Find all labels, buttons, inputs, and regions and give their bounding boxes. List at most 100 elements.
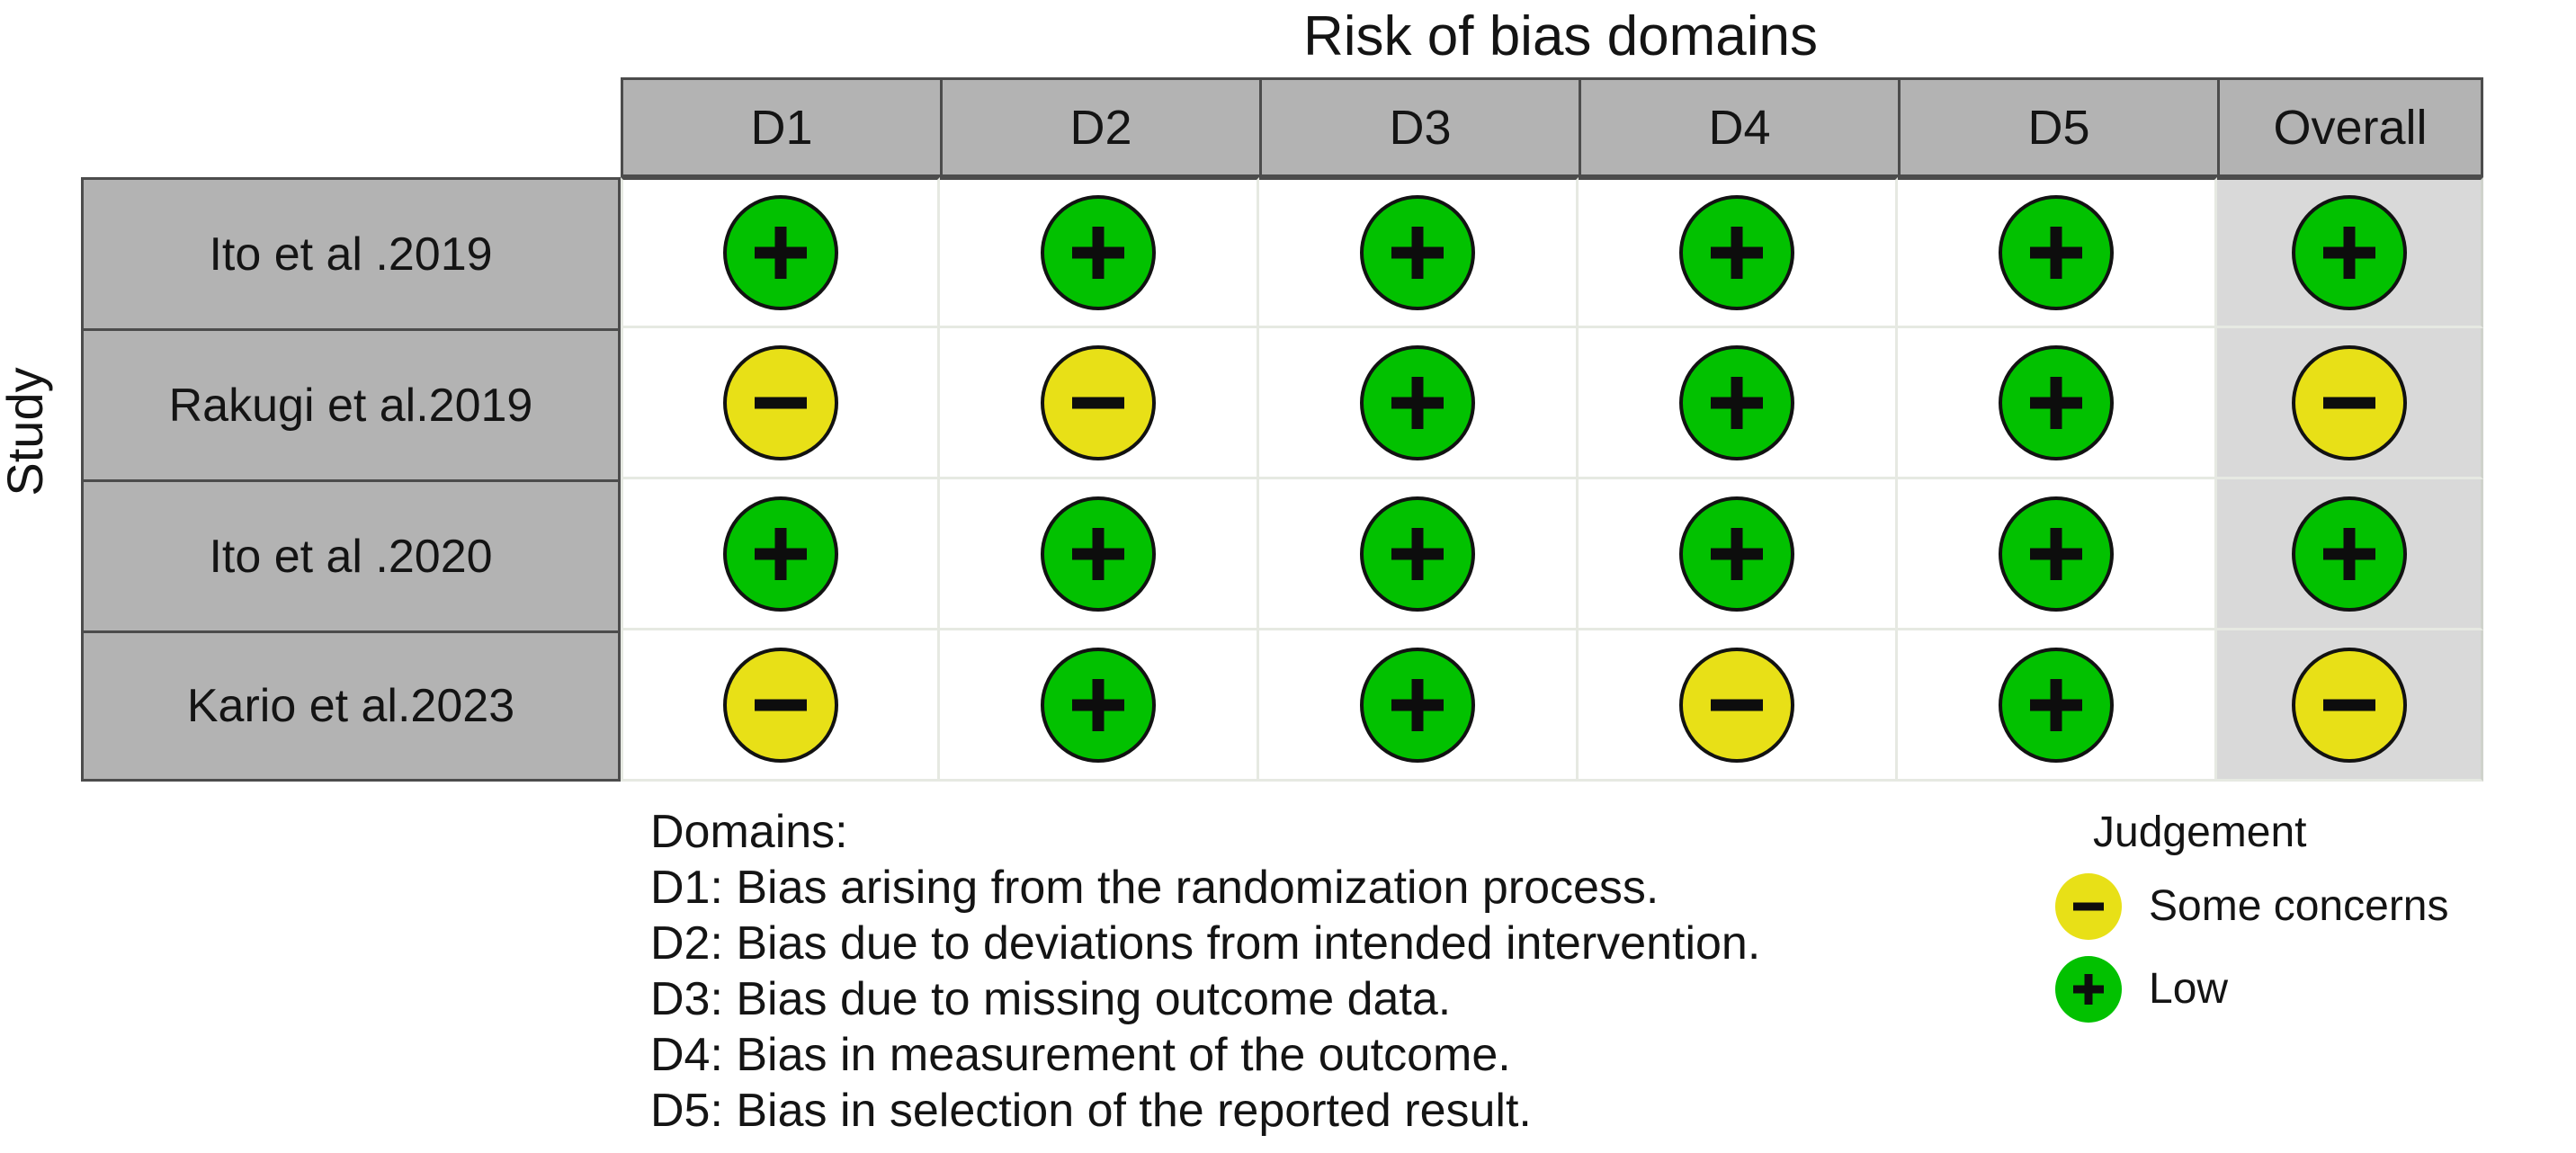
judgement-cell-d4[interactable]: [1579, 328, 1898, 479]
y-axis-label: Study: [0, 367, 53, 496]
judgement-cell-d3[interactable]: [1259, 177, 1579, 328]
study-label-cell[interactable]: Ito et al .2019: [81, 177, 621, 328]
domain-header-row: D1 D2 D3 D4 D5 Overall: [621, 77, 2483, 177]
judgement-cell-d1[interactable]: [621, 479, 940, 630]
domain-header-d2[interactable]: D2: [940, 77, 1259, 177]
judgement-bubble-low[interactable]: [1679, 344, 1794, 460]
judgement-cell-d1[interactable]: [621, 177, 940, 328]
plus-icon-vertical: [1731, 527, 1743, 580]
judgement-legend-swatch-low[interactable]: [2055, 956, 2122, 1023]
judgement-bubble-low[interactable]: [1360, 195, 1475, 310]
judgement-cell-d4[interactable]: [1579, 177, 1898, 328]
plus-icon-vertical: [1411, 678, 1424, 731]
domains-legend-line: D2: Bias due to deviations from intended…: [650, 917, 1761, 970]
judgement-cell-d2[interactable]: [940, 328, 1259, 479]
judgement-bubble-low[interactable]: [1999, 344, 2114, 460]
judgement-legend-swatch-some-concerns[interactable]: [2055, 873, 2122, 940]
judgement-cell-d1[interactable]: [621, 630, 940, 782]
minus-icon: [754, 699, 807, 711]
judgement-cell-overall[interactable]: [2217, 479, 2483, 630]
judgement-cell-d3[interactable]: [1259, 479, 1579, 630]
plus-icon-vertical: [1092, 227, 1105, 279]
study-label-cell[interactable]: Ito et al .2020: [81, 479, 621, 630]
judgement-cell-overall[interactable]: [2217, 630, 2483, 782]
domain-header-d5[interactable]: D5: [1898, 77, 2217, 177]
domain-header-overall[interactable]: Overall: [2217, 77, 2483, 177]
domain-header-label: D2: [1069, 100, 1132, 155]
judgement-bubble-low[interactable]: [722, 496, 838, 612]
study-label: Rakugi et al.2019: [168, 379, 533, 432]
judgement-bubble-some-concerns[interactable]: [1679, 647, 1794, 763]
judgement-bubble-some-concerns[interactable]: [1041, 344, 1156, 460]
judgement-bubble-low[interactable]: [1041, 195, 1156, 310]
judgement-bubble-low[interactable]: [1999, 195, 2114, 310]
judgement-bubble-low[interactable]: [1360, 496, 1475, 612]
judgement-legend-label: Low: [2149, 965, 2229, 1013]
judgement-cell-d2[interactable]: [940, 177, 1259, 328]
plus-icon-vertical: [2084, 974, 2093, 1005]
judgement-cell-d1[interactable]: [621, 328, 940, 479]
judgement-cell-d5[interactable]: [1898, 479, 2217, 630]
minus-icon: [1711, 699, 1763, 711]
table-row: [621, 479, 2483, 630]
page-title: Risk of bias domains: [1302, 5, 1819, 67]
judgement-cell-overall[interactable]: [2217, 328, 2483, 479]
study-label: Ito et al .2019: [209, 228, 493, 281]
domain-header-label: D3: [1389, 100, 1452, 155]
judgement-cell-d3[interactable]: [1259, 630, 1579, 782]
domains-legend-line: D5: Bias in selection of the reported re…: [650, 1085, 1532, 1137]
judgement-bubble-some-concerns[interactable]: [722, 647, 838, 763]
judgement-bubble-low[interactable]: [1360, 647, 1475, 763]
plus-icon-vertical: [774, 527, 786, 580]
domains-legend: Domains:D1: Bias arising from the random…: [650, 804, 1760, 1139]
plus-icon-vertical: [1092, 527, 1105, 580]
judgement-bubble-low[interactable]: [2291, 195, 2407, 310]
judgement-bubble-low[interactable]: [1999, 496, 2114, 612]
study-label: Kario et al.2023: [186, 680, 515, 732]
domains-legend-line: D1: Bias arising from the randomization …: [650, 862, 1659, 914]
minus-icon: [2322, 699, 2375, 711]
judgement-legend-title: Judgement: [2093, 809, 2307, 856]
judgement-cell-d2[interactable]: [940, 630, 1259, 782]
judgement-bubble-some-concerns[interactable]: [722, 344, 838, 460]
plus-icon-vertical: [2343, 227, 2355, 279]
judgement-bubble-low[interactable]: [1360, 344, 1475, 460]
judgement-legend-item[interactable]: Low: [2055, 955, 2449, 1023]
domains-legend-line: D3: Bias due to missing outcome data.: [650, 973, 1452, 1025]
domain-header-label: D5: [2027, 100, 2090, 155]
judgement-bubble-some-concerns[interactable]: [2291, 647, 2407, 763]
judgement-cell-d5[interactable]: [1898, 177, 2217, 328]
minus-icon: [754, 397, 807, 408]
domain-header-d3[interactable]: D3: [1259, 77, 1579, 177]
judgement-cell-d3[interactable]: [1259, 328, 1579, 479]
table-row: [621, 630, 2483, 782]
judgement-cell-d4[interactable]: [1579, 479, 1898, 630]
judgement-cell-d4[interactable]: [1579, 630, 1898, 782]
judgement-bubble-low[interactable]: [1041, 647, 1156, 763]
study-label-cell[interactable]: Kario et al.2023: [81, 630, 621, 782]
judgement-bubble-low[interactable]: [2291, 496, 2407, 612]
plus-icon-vertical: [1092, 678, 1105, 731]
judgement-cell-d2[interactable]: [940, 479, 1259, 630]
judgement-bubble-low[interactable]: [1679, 496, 1794, 612]
judgement-bubble-low[interactable]: [1041, 496, 1156, 612]
plus-icon-vertical: [2050, 227, 2062, 279]
domains-legend-line: D4: Bias in measurement of the outcome.: [650, 1029, 1511, 1081]
judgement-cell-d5[interactable]: [1898, 630, 2217, 782]
table-row: [621, 177, 2483, 328]
judgement-bubble-low[interactable]: [722, 195, 838, 310]
judgement-cell-overall[interactable]: [2217, 177, 2483, 328]
judgement-grid: [621, 177, 2483, 782]
study-label: Ito et al .2020: [209, 530, 493, 583]
plus-icon-vertical: [2343, 527, 2355, 580]
domain-header-d1[interactable]: D1: [621, 77, 940, 177]
judgement-bubble-low[interactable]: [1999, 647, 2114, 763]
judgement-cell-d5[interactable]: [1898, 328, 2217, 479]
domain-header-d4[interactable]: D4: [1579, 77, 1898, 177]
domain-header-label: Overall: [2273, 100, 2428, 155]
judgement-bubble-some-concerns[interactable]: [2291, 344, 2407, 460]
judgement-bubble-low[interactable]: [1679, 195, 1794, 310]
judgement-legend-item[interactable]: Some concerns: [2055, 872, 2449, 941]
study-label-cell[interactable]: Rakugi et al.2019: [81, 328, 621, 479]
plus-icon-vertical: [1411, 227, 1424, 279]
